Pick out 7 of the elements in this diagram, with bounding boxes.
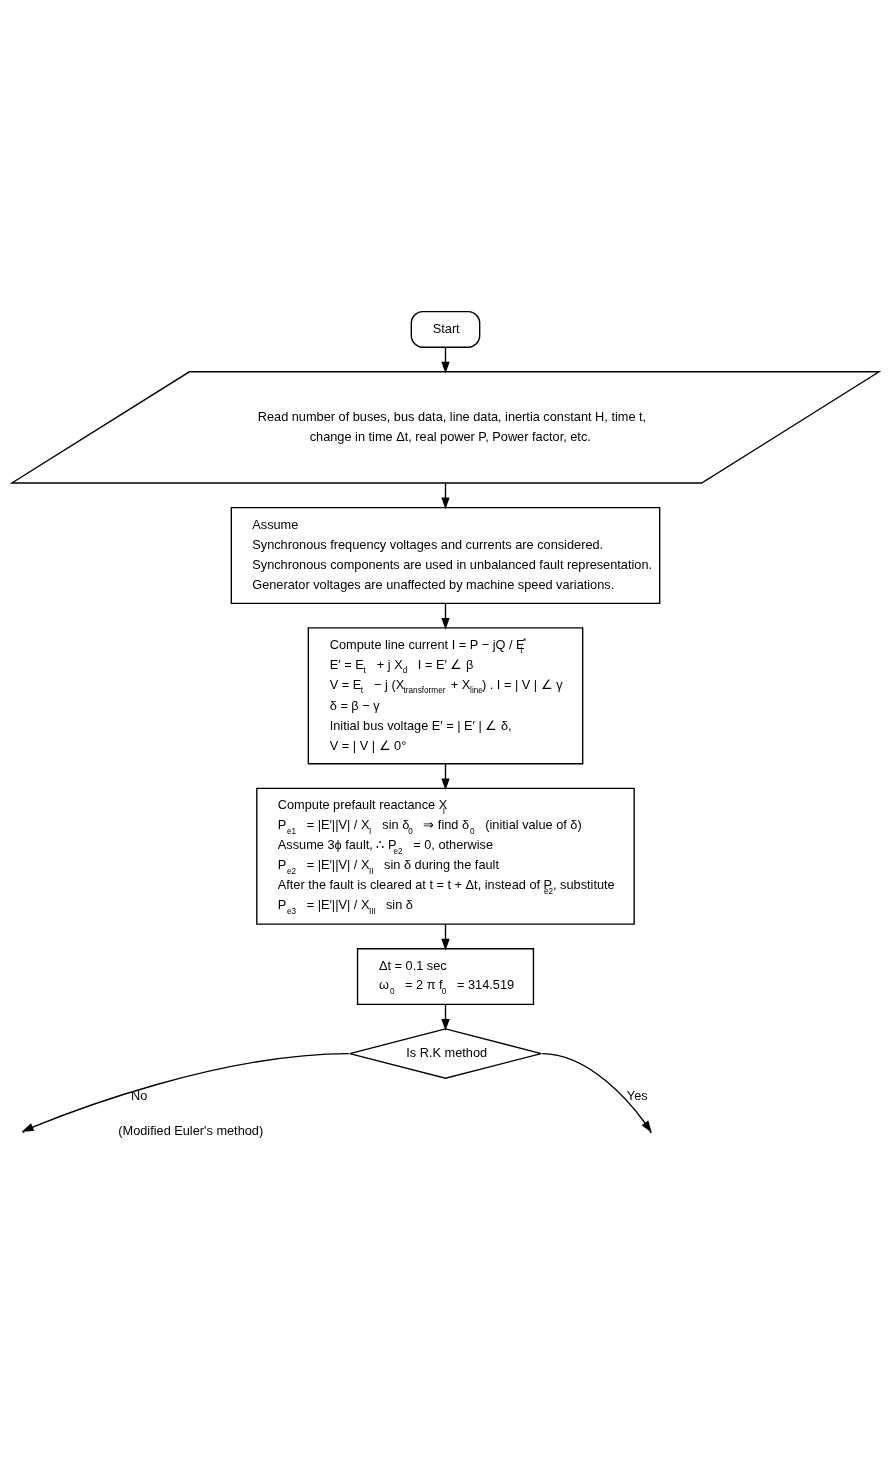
node-box: Start bbox=[410, 310, 481, 348]
edge-label: No bbox=[131, 1088, 148, 1104]
node-box: Assume Synchronous frequency voltages and currents are considered. Synchronous components are used in unbalanced fault representation. Generator voltages are unaffected by machine speed variations. bbox=[230, 506, 661, 604]
node-box: Δt = 0.1 sec ω$_{0}$ = 2 π f$_{0}$ = 314.519 bbox=[356, 948, 535, 1006]
edge-label: Yes bbox=[626, 1088, 648, 1104]
label: (Modified Euler's method) bbox=[118, 1123, 264, 1139]
node-diamond: Is R.K method bbox=[349, 1028, 542, 1079]
